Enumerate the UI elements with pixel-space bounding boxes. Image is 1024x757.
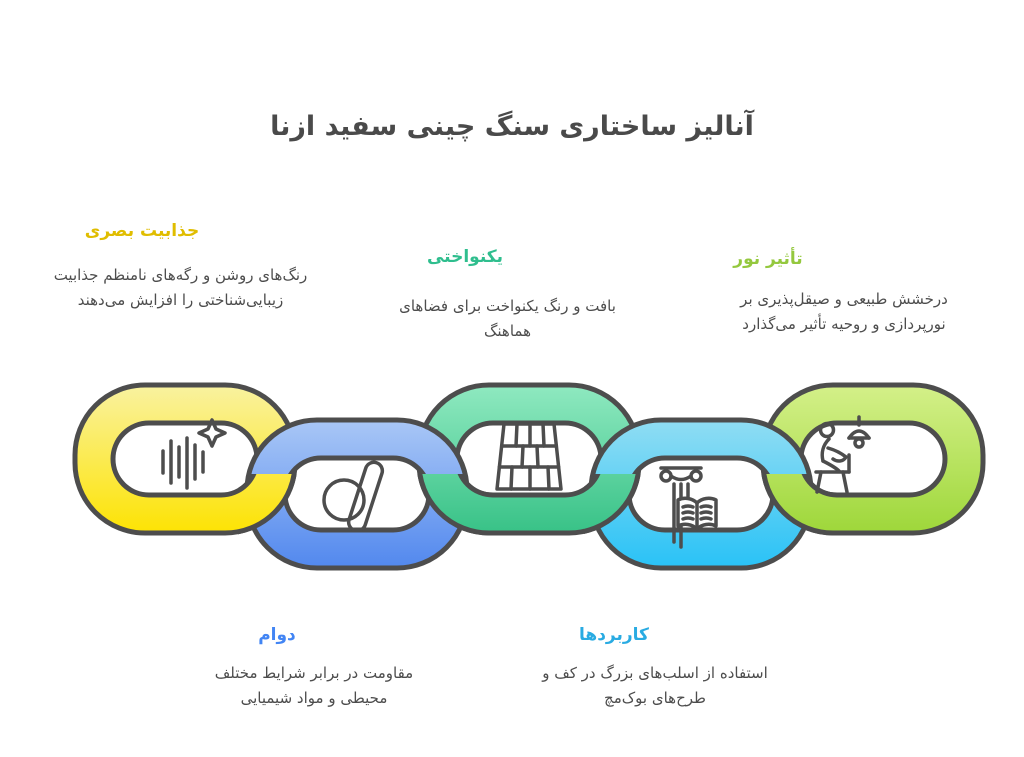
sparkles-bars-icon: [161, 418, 227, 490]
desc-visual-appeal: رنگ‌های روشن و رگه‌های نامنظم جذابیت زیب…: [53, 266, 308, 309]
label-visual-appeal: جذابیت بصری: [84, 221, 200, 241]
label-light-effect: تأثیر نور: [733, 249, 803, 269]
desc-applications: استفاده از اسلب‌های بزرگ در کف و طرح‌های…: [542, 664, 768, 707]
person-reading-lamp-icon: [814, 415, 871, 494]
page-title: آنالیز ساختاری سنگ چینی سفید ازنا: [270, 111, 754, 142]
desc-durability: مقاومت در برابر شرایط مختلف محیطی و مواد…: [214, 664, 414, 707]
desc-light-effect: درخشش طبیعی و صیقل‌پذیری بر نورپردازی و …: [740, 290, 948, 333]
label-durability: دوام: [258, 625, 296, 645]
tiled-floor-icon: [495, 422, 563, 491]
label-uniformity: یکنواختی: [426, 247, 504, 267]
label-applications: کاربردها: [579, 625, 649, 645]
column-book-icon: [659, 466, 718, 549]
stone-slab-icon: [322, 460, 385, 533]
desc-uniformity: بافت و رنگ یکنواخت برای فضاهای هماهنگ: [399, 297, 616, 340]
